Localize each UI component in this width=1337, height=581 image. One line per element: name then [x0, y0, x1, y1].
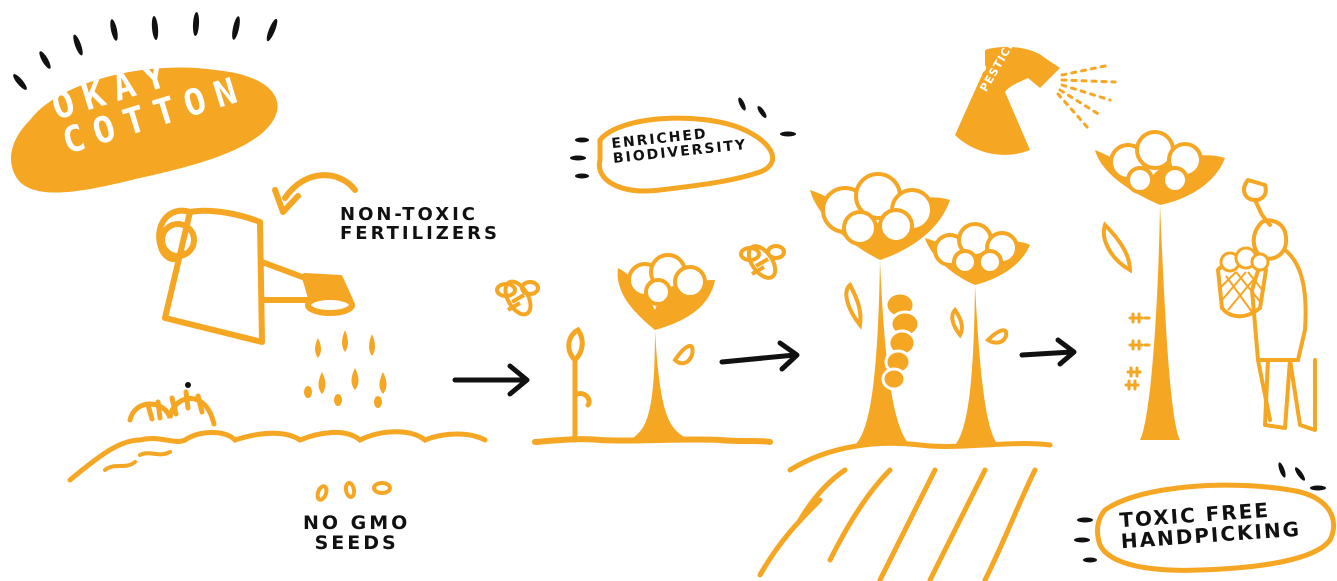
ground-line-left — [67, 429, 488, 483]
sprout-icon — [566, 326, 592, 443]
bee-icon — [495, 279, 540, 317]
cotton-plant-icon — [1095, 130, 1225, 440]
biodiversity-blob — [596, 115, 775, 194]
handpicking-ticks — [1074, 462, 1326, 563]
spray-bottle-icon — [955, 46, 1060, 155]
handpicking-blob — [1095, 482, 1337, 573]
seed-icon — [315, 481, 392, 502]
curved-arrow-icon — [282, 172, 358, 201]
spray-mist — [1056, 63, 1117, 130]
farmer-icon — [1242, 178, 1317, 432]
title-burst-rays — [13, 12, 278, 90]
biodiversity-ticks — [570, 97, 796, 179]
watering-can-icon — [156, 207, 355, 345]
seeds-label: NO GMO SEEDS — [303, 512, 411, 554]
cotton-plant-icon — [810, 172, 950, 445]
hill-ground — [757, 440, 1053, 581]
water-drops — [304, 330, 387, 408]
ground-line-middle — [532, 436, 773, 445]
arrow-right-icon — [1019, 337, 1077, 367]
bee-icon — [739, 244, 786, 280]
arrow-right-icon — [452, 363, 530, 397]
basket-icon — [1215, 246, 1270, 319]
title-blob — [10, 67, 278, 193]
ant-icon — [1124, 312, 1151, 391]
cotton-plant-icon — [617, 253, 715, 440]
fertilizers-label: NON-TOXIC FERTILIZERS — [340, 204, 500, 244]
worm-icon — [127, 382, 217, 427]
arrow-right-icon — [719, 340, 800, 372]
caterpillar-icon — [881, 291, 921, 391]
cotton-plant-icon — [925, 222, 1030, 445]
